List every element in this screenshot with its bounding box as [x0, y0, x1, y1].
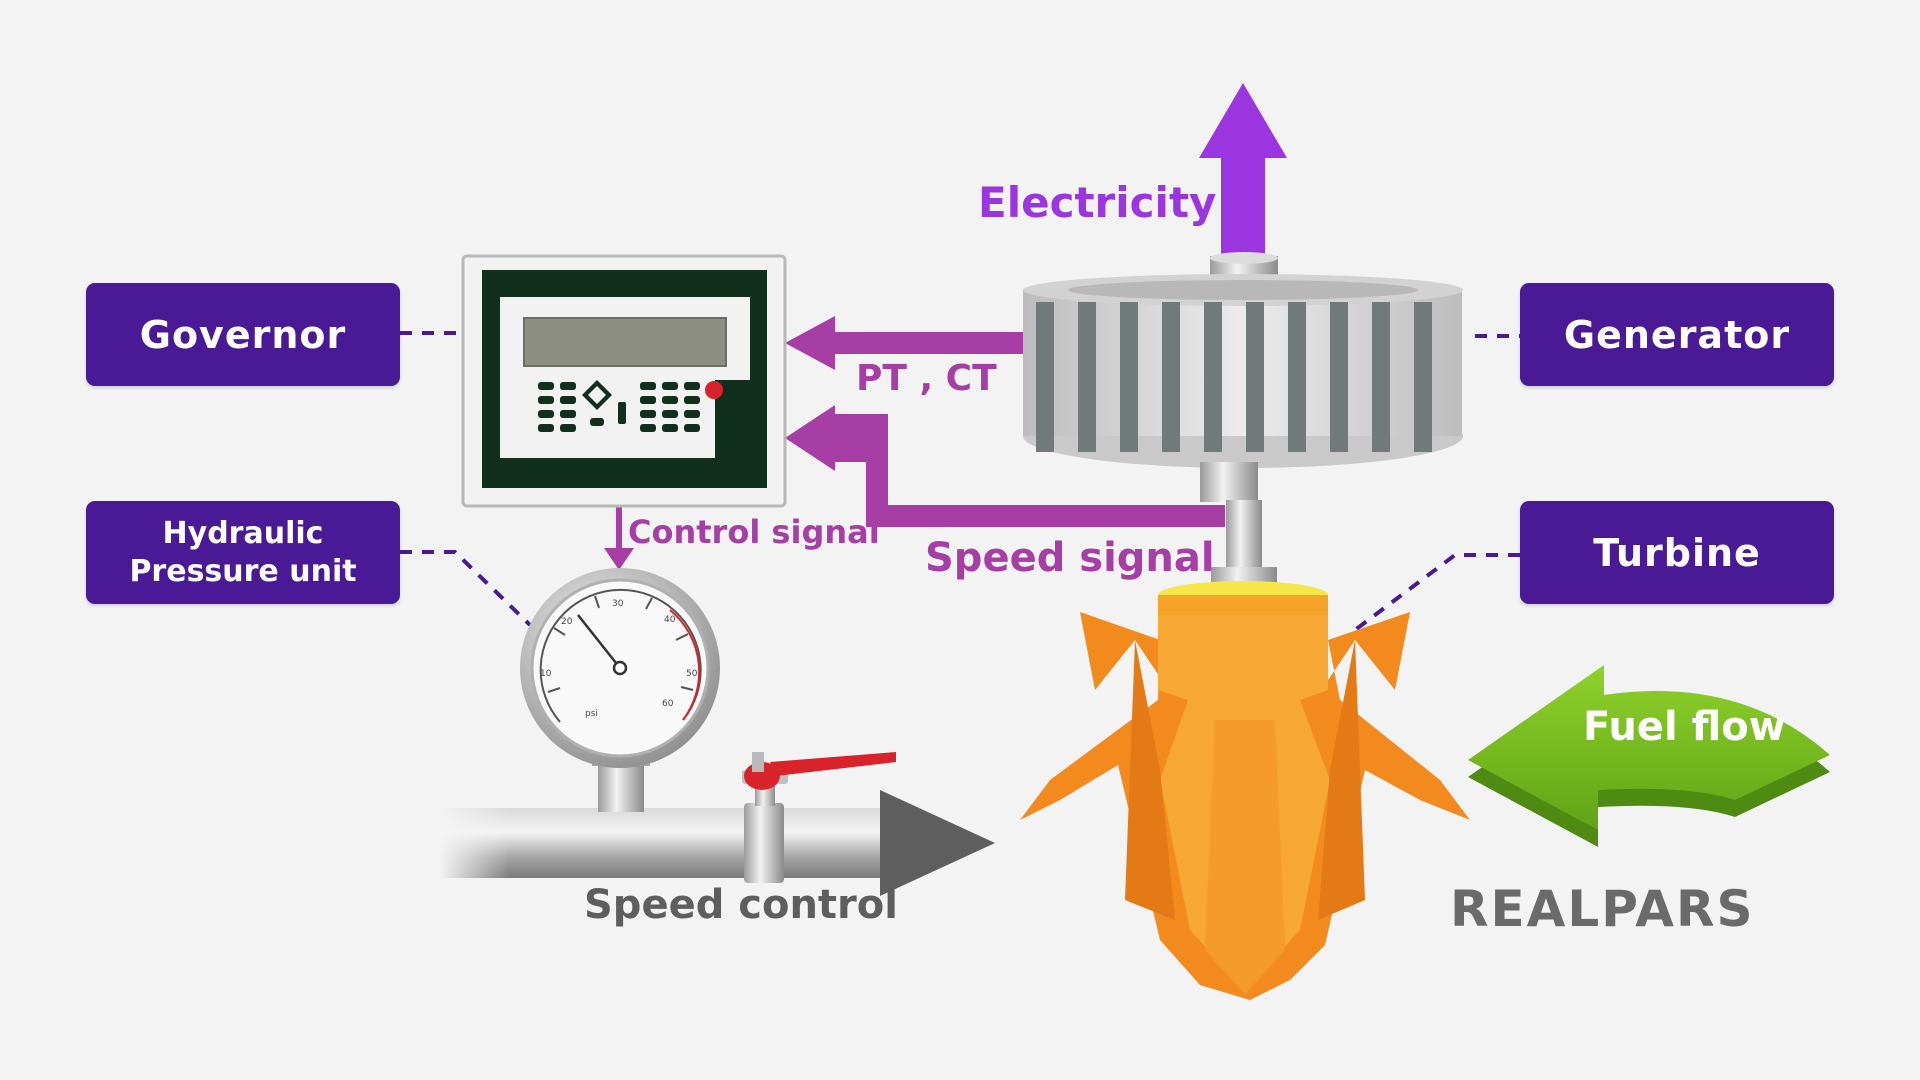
gauge-tick-label: 40 — [664, 615, 676, 625]
pt-ct-arrow — [785, 316, 1028, 370]
electricity-arrow — [1199, 83, 1287, 258]
hydraulic-label-line2: Pressure unit — [129, 553, 357, 589]
control-signal-label: Control signal — [628, 513, 880, 551]
gauge-tick-label: 20 — [561, 617, 573, 627]
speed-control-arrow — [880, 790, 995, 896]
pt-ct-label: PT , CT — [856, 358, 997, 399]
generator-label-text: Generator — [1563, 312, 1791, 357]
pressure-gauge: 10 20 30 40 50 60 psi — [520, 568, 720, 768]
gauge-tick-label: 50 — [686, 669, 698, 679]
hydraulic-pressure-unit-label: Hydraulic Pressure unit — [86, 501, 400, 604]
fuel-flow-arrow — [1468, 665, 1830, 847]
gauge-needle — [577, 614, 621, 669]
governor-stop-button — [705, 381, 723, 399]
generator-label: Generator — [1520, 283, 1834, 386]
governor-device — [461, 254, 787, 508]
speed-control-label: Speed control — [584, 882, 898, 928]
connector-lines — [400, 331, 1520, 647]
governor-display — [523, 317, 727, 367]
speed-signal-label: Speed signal — [925, 535, 1215, 581]
governor-label: Governor — [86, 283, 400, 386]
gauge-unit-label: psi — [585, 709, 598, 719]
realpars-logo: REALPARS — [1450, 880, 1755, 938]
generator-drum — [1023, 252, 1463, 595]
turbine-label-text: Turbine — [1593, 530, 1761, 575]
control-signal-arrow — [604, 505, 634, 570]
hydraulic-label-line1: Hydraulic — [162, 516, 324, 551]
fuel-flow-label: Fuel flow — [1583, 704, 1786, 750]
speed-signal-arrow — [785, 405, 1225, 527]
turbine-flame — [1020, 581, 1470, 1000]
hydraulic-connector — [400, 550, 532, 627]
turbine-label: Turbine — [1520, 501, 1834, 604]
electricity-label: Electricity — [978, 178, 1217, 227]
pipe — [440, 732, 995, 896]
gauge-tick-label: 60 — [662, 699, 674, 709]
gauge-tick-label: 30 — [612, 599, 624, 609]
turbine-connector — [1333, 553, 1520, 647]
gauge-tick-label: 10 — [540, 669, 552, 679]
governor-label-text: Governor — [139, 312, 347, 357]
valve-handle — [770, 752, 896, 776]
